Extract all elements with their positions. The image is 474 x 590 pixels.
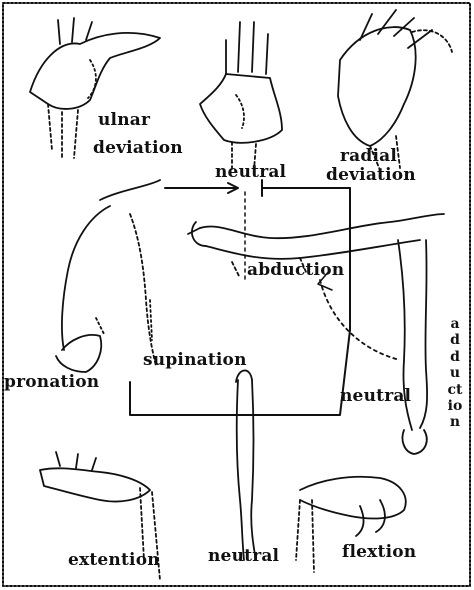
label-pronation: pronation [4, 374, 99, 391]
right-connector-line [270, 188, 350, 415]
label-ulnar: ulnar [98, 112, 150, 129]
label-flexion: flextion [342, 544, 416, 561]
label-neutral-right: neutral [340, 388, 411, 405]
label-adduction-vertical: adduction [447, 316, 463, 431]
label-extension: extention [68, 552, 160, 569]
label-neutral-top: neutral [215, 164, 286, 181]
left-connector-line [130, 382, 270, 415]
label-ulnar-deviation: deviation [93, 140, 183, 157]
label-radial-deviation: deviation [326, 167, 416, 184]
label-neutral-bottom: neutral [208, 548, 279, 565]
label-supination: supination [143, 352, 247, 369]
outer-frame [3, 3, 470, 586]
arm-neutral-center-sketch [236, 370, 256, 560]
arm-pronation-sketch [56, 180, 160, 372]
label-abduction: abduction [247, 262, 344, 279]
hand-neutral-top-sketch [200, 22, 282, 170]
label-radial: radial [340, 148, 397, 165]
